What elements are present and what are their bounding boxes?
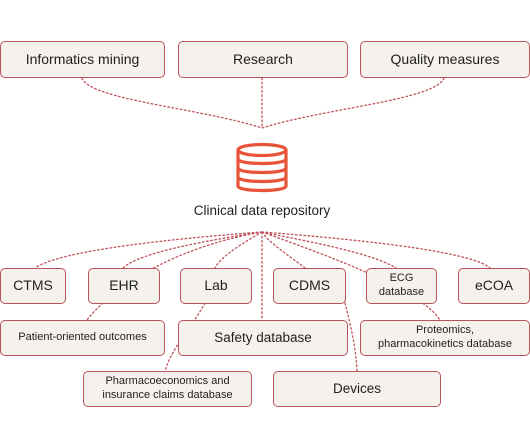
node-label: EHR: [109, 277, 139, 294]
node-label: Research: [233, 50, 293, 67]
node-pharmacoeconomics-database: Pharmacoeconomics and insurance claims d…: [83, 371, 252, 407]
node-ecoa: eCOA: [458, 268, 530, 304]
node-label: CTMS: [13, 277, 53, 294]
node-ehr: EHR: [88, 268, 160, 304]
node-label: CDMS: [288, 277, 331, 294]
node-label-line: database: [378, 286, 425, 298]
node-safety-database: Safety database: [178, 320, 348, 356]
node-label: Quality measures: [390, 50, 500, 67]
node-cdms: CDMS: [273, 268, 346, 304]
connector-ehr: [122, 231, 263, 269]
connector-lab: [214, 231, 263, 269]
connector-cdms: [261, 231, 306, 269]
node-label-line: Pharmacoeconomics and: [105, 375, 230, 388]
node-quality-measures: Quality measures: [360, 41, 530, 78]
node-label-line: ECG: [389, 272, 414, 285]
node-label-line: Proteomics,: [415, 324, 475, 337]
repository-label: Clinical data repository: [193, 203, 331, 218]
node-proteomics-database: Proteomics, pharmacokinetics database: [360, 320, 530, 356]
node-ecg-database: ECG database: [366, 268, 437, 304]
connector-informatics: [81, 77, 263, 129]
node-label: Safety database: [214, 329, 312, 345]
node-label: eCOA: [474, 277, 514, 294]
node-lab: Lab: [180, 268, 252, 304]
node-label-line: insurance claims database: [102, 389, 233, 401]
node-label: Patient-oriented outcomes: [18, 331, 147, 344]
node-label: Devices: [332, 380, 381, 396]
connector-ecoa: [261, 231, 491, 269]
node-patient-oriented-outcomes: Patient-oriented outcomes: [0, 320, 165, 356]
node-label: Lab: [204, 277, 228, 294]
node-research: Research: [178, 41, 348, 78]
node-label: Informatics mining: [25, 50, 140, 67]
node-label-line: pharmacokinetics database: [378, 338, 512, 350]
connector-devices: [344, 302, 358, 373]
connector-ctms: [34, 231, 263, 269]
node-ctms: CTMS: [0, 268, 66, 304]
connector-ecg: [261, 231, 397, 269]
node-devices: Devices: [273, 371, 441, 407]
database-icon: [236, 142, 288, 193]
connector-quality: [261, 77, 445, 129]
connector-patient: [86, 231, 263, 321]
node-informatics-mining: Informatics mining: [0, 41, 165, 78]
